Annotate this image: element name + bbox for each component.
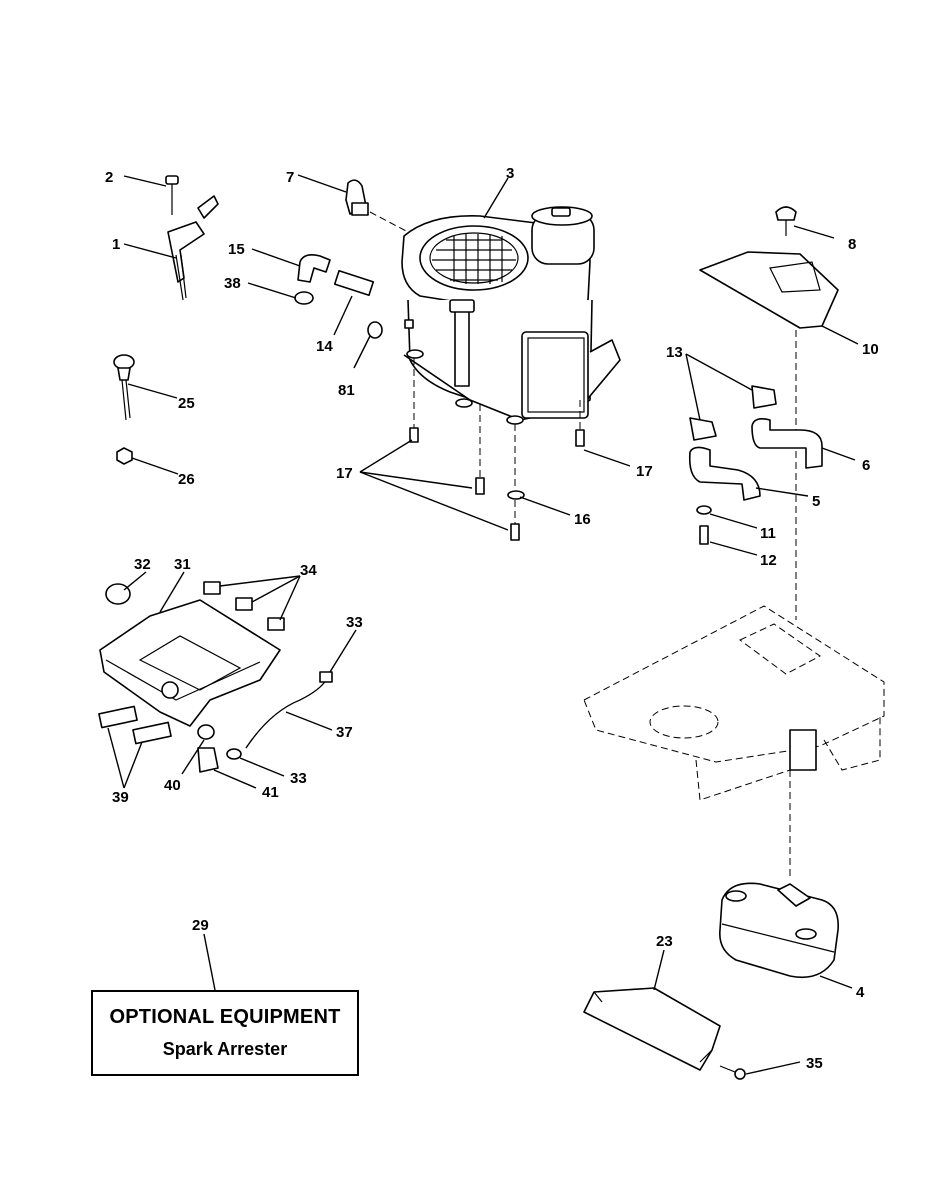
exhaust-pipes [688,385,823,545]
callout-17: 17 [336,465,353,482]
callout-17: 17 [636,463,653,480]
callout-12: 12 [760,552,777,569]
callout-2: 2 [105,169,113,186]
callout-32: 32 [134,556,151,573]
callout-38: 38 [224,275,241,292]
heat-shield-part [699,206,839,329]
callout-4: 4 [856,984,865,1001]
optional-equipment-title: OPTIONAL EQUIPMENT [109,1006,341,1028]
fitting-parts [294,254,414,339]
callout-25: 25 [178,395,195,412]
tractor-frame [583,605,885,801]
callout-5: 5 [812,493,820,510]
callout-39: 39 [112,789,129,806]
callout-3: 3 [506,165,514,182]
clamp-part [345,179,369,216]
throttle-control-part [165,175,219,301]
callout-10: 10 [862,341,879,358]
leader-lines [107,174,859,1075]
callout-26: 26 [178,471,195,488]
callout-37: 37 [336,724,353,741]
callout-16: 16 [574,511,591,528]
callout-1: 1 [112,236,120,253]
optional-equipment-box: OPTIONAL EQUIPMENT Spark Arrester [91,990,359,1076]
choke-knob-part [113,354,135,465]
callout-14: 14 [316,338,333,355]
callout-13: 13 [666,344,683,361]
callout-11: 11 [760,525,776,542]
callout-31: 31 [174,556,191,573]
callout-29: 29 [192,917,209,934]
callout-33: 33 [290,770,307,787]
callout-7: 7 [286,169,294,186]
callout-34: 34 [300,562,317,579]
muffler-shield-part [583,987,746,1080]
callout-35: 35 [806,1055,823,1072]
drain-hose-part [197,671,333,773]
callout-8: 8 [848,236,856,253]
muffler-part [719,882,839,979]
callout-labels: 2 7 3 1 15 8 38 14 10 13 81 25 26 17 17 … [105,165,879,1072]
callout-81: 81 [338,382,355,399]
engine-bolts [409,358,585,541]
callout-23: 23 [656,933,673,950]
callout-41: 41 [262,784,279,801]
callout-6: 6 [862,457,870,474]
optional-equipment-subtitle: Spark Arrester [162,1039,288,1059]
engine-part [401,206,621,425]
oil-adapter-part [98,581,285,745]
callout-15: 15 [228,241,245,258]
callout-33: 33 [346,614,363,631]
callout-40: 40 [164,777,181,794]
